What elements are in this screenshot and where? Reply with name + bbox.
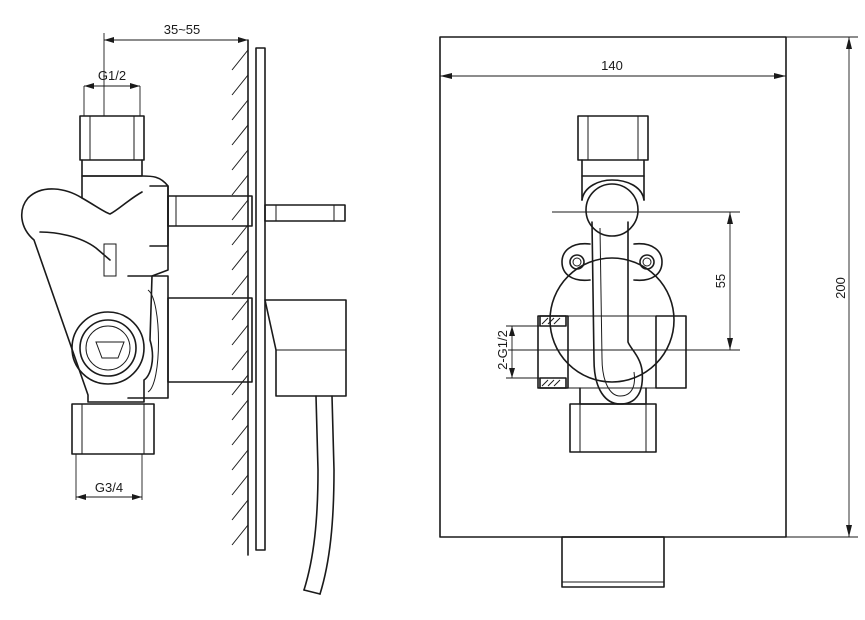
- cartridge-pin: [264, 204, 346, 222]
- dim-height-label: 200: [833, 277, 848, 299]
- front-view: 140 200: [439, 36, 858, 588]
- front-valve-body: [549, 257, 675, 383]
- side-port: [71, 311, 145, 385]
- outlet-nut: [71, 403, 155, 455]
- front-top-ring: [581, 179, 645, 201]
- box-bottom-tab: [561, 536, 665, 588]
- dim-depth: 35~55: [103, 22, 248, 116]
- dim-spacing-label: 55: [713, 274, 728, 288]
- mounting-box: [439, 36, 787, 538]
- valve-body-side: [21, 175, 169, 403]
- mounting-slot: [103, 243, 117, 277]
- dim-outlet: G3/4: [75, 454, 143, 500]
- dim-width: 140: [440, 58, 786, 79]
- dim-spacing: 55: [713, 212, 733, 350]
- side-view: 35~55 G1/2 G3/4: [21, 22, 347, 595]
- front-inlet-nut: [577, 115, 649, 161]
- cover-plate: [255, 47, 266, 551]
- front-channel: [591, 221, 644, 405]
- dim-outlet-label: G3/4: [95, 480, 123, 495]
- front-port-right: [655, 315, 687, 389]
- dim-depth-label: 35~55: [164, 22, 201, 37]
- dim-inlet-label: G1/2: [98, 68, 126, 83]
- handle-lever: [264, 299, 347, 397]
- dim-ports: 2-G1/2: [495, 325, 540, 379]
- dim-height: 200: [786, 36, 858, 538]
- dim-width-label: 140: [601, 58, 623, 73]
- cartridge-stem: [167, 195, 253, 227]
- dim-ports-label: 2-G1/2: [495, 330, 510, 370]
- mounting-ears: [561, 242, 663, 282]
- dim-inlet: G1/2: [83, 68, 141, 116]
- front-outlet-nut: [569, 403, 657, 453]
- inlet-nut: [79, 115, 145, 161]
